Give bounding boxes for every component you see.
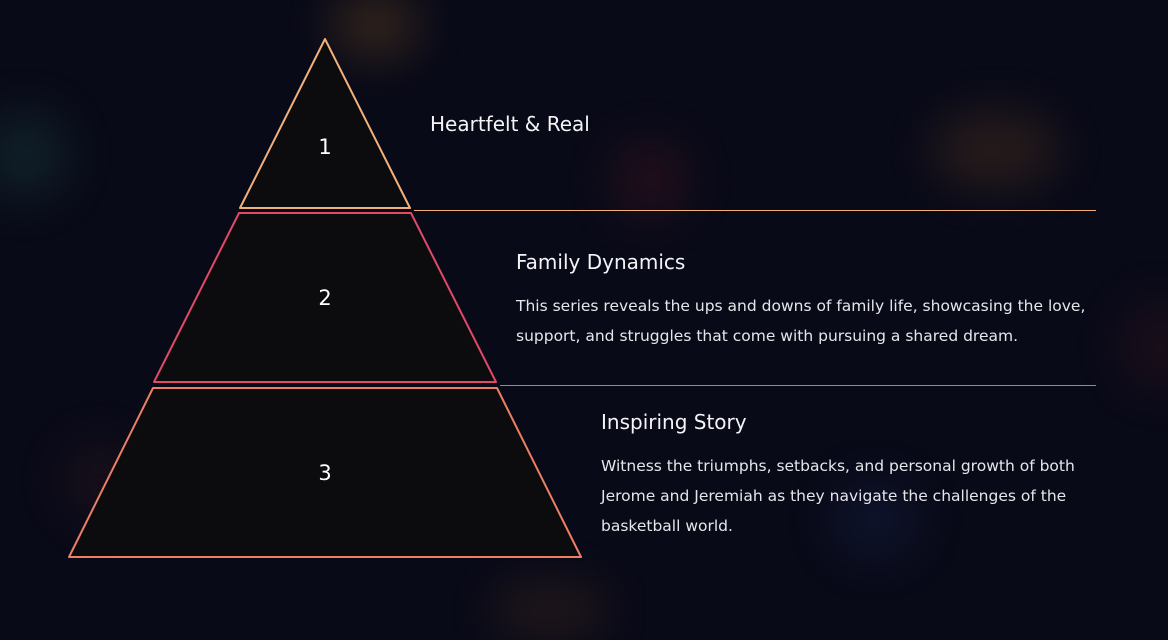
tier-separator-2 — [500, 385, 1096, 386]
pyramid-tier-3-shape — [68, 387, 582, 558]
tier-separator-1 — [414, 210, 1096, 211]
pyramid-diagram: 1 2 3 — [68, 38, 582, 558]
pyramid-tier-1-shape — [239, 38, 411, 209]
pyramid-tier-2-shape — [153, 212, 497, 383]
tier-2-description: This series reveals the ups and downs of… — [516, 297, 1086, 345]
tier-3-description: Witness the triumphs, setbacks, and pers… — [601, 457, 1075, 535]
pyramid-tier-3: 3 — [68, 387, 582, 558]
pyramid-tier-2: 2 — [153, 212, 497, 383]
tier-2-content: Family Dynamics This series reveals the … — [516, 249, 1096, 351]
tier-3-content: Inspiring Story Witness the triumphs, se… — [601, 409, 1091, 541]
pyramid-tier-1: 1 — [239, 38, 411, 209]
tier-1-number: 1 — [318, 135, 331, 159]
tier-3-title: Inspiring Story — [601, 410, 747, 434]
tier-2-title: Family Dynamics — [516, 250, 686, 274]
tier-2-number: 2 — [318, 286, 331, 310]
tier-3-number: 3 — [318, 461, 331, 485]
tier-1-content: Heartfelt & Real — [430, 111, 1070, 137]
tier-1-title: Heartfelt & Real — [430, 112, 590, 136]
